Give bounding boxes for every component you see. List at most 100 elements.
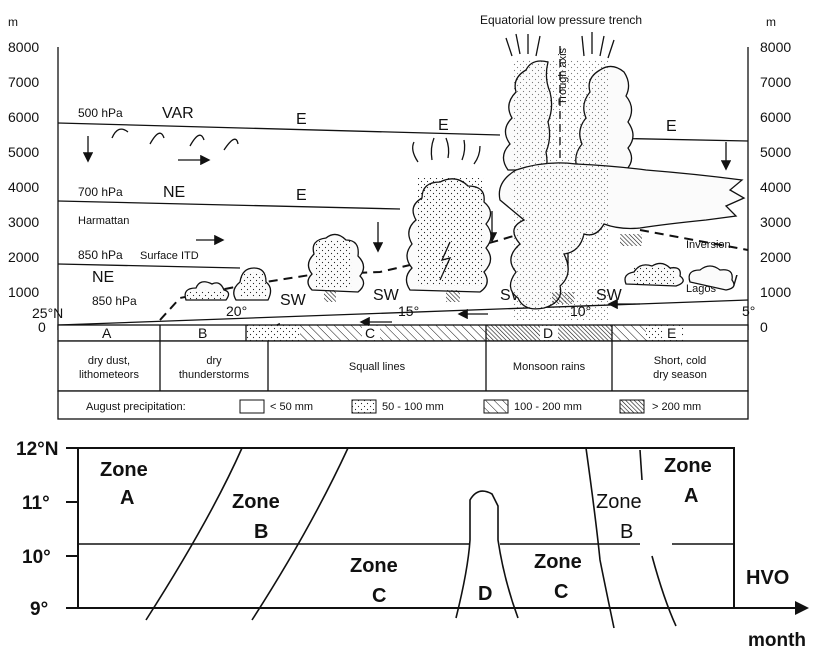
legend-swatch-gt200 xyxy=(620,400,644,413)
small-cloud-2 xyxy=(234,268,271,300)
alt-tick-8000-right: 8000 xyxy=(760,39,791,55)
month-axis-label: month xyxy=(748,630,806,651)
legend-swatch-lt50 xyxy=(240,400,264,413)
hvo-label: HVO xyxy=(746,567,789,589)
label-850hpa-low: 850 hPa xyxy=(92,294,137,308)
left-unit-label: m xyxy=(8,15,18,29)
alt-tick-7000: 7000 xyxy=(8,74,39,90)
wind-e-500-c: E xyxy=(666,118,677,135)
zone-letter-a: A xyxy=(102,325,112,341)
lat-tick-15: 15° xyxy=(398,303,419,319)
alt-tick-3000: 3000 xyxy=(8,214,39,230)
small-cloud-1 xyxy=(185,282,228,300)
zone-description-table: dry dust, lithometeors dry thunderstorms… xyxy=(58,341,748,391)
zone-letter-e: E xyxy=(667,325,676,341)
zone-a-desc-1: dry dust, xyxy=(88,355,130,367)
label-850hpa: 850 hPa xyxy=(78,248,123,262)
wind-e-500-a: E xyxy=(296,111,307,128)
lat-tick-5: 5° xyxy=(742,303,755,319)
zone-b-desc-2: thunderstorms xyxy=(179,369,250,381)
zone-c-desc: Squall lines xyxy=(349,361,406,373)
alt-tick-7000-right: 7000 xyxy=(760,74,791,90)
x-axis-arrow xyxy=(795,601,809,615)
precipitation-legend: August precipitation: < 50 mm 50 - 100 m… xyxy=(58,391,748,419)
alt-tick-6000: 6000 xyxy=(8,109,39,125)
alt-tick-4000: 4000 xyxy=(8,179,39,195)
label-surface-itd: Surface ITD xyxy=(140,250,199,262)
lat-label-11: 11° xyxy=(22,493,50,514)
zone-b-left-letter: B xyxy=(254,521,268,543)
zone-d-letter: D xyxy=(478,583,492,605)
right-unit-label: m xyxy=(766,15,776,29)
zone-strip: A B C D E xyxy=(58,325,748,341)
zone-b-left-word: Zone xyxy=(232,491,280,513)
lat-label-9: 9° xyxy=(30,599,48,620)
lat-tick-20: 20° xyxy=(226,303,247,319)
wind-ne-850: NE xyxy=(92,269,114,286)
alt-tick-0-right: 0 xyxy=(760,319,768,335)
label-harmattan: Harmattan xyxy=(78,215,129,227)
lat-label-12n: 12°N xyxy=(16,439,58,460)
zone-letter-b: B xyxy=(198,325,207,341)
zone-b-desc-1: dry xyxy=(206,355,222,367)
zone-c-right-word: Zone xyxy=(534,551,582,573)
alt-tick-6000-right: 6000 xyxy=(760,109,791,125)
zone-e-desc-1: Short, cold xyxy=(654,355,707,367)
alt-tick-3000-right: 3000 xyxy=(760,214,791,230)
bottom-zone-diagram: 12°N 11° 10° 9° Zone A Zone B Zone C D Z… xyxy=(16,439,809,651)
trough-axis-label: Trough axis xyxy=(557,47,569,105)
wind-sw-b: SW xyxy=(373,287,400,304)
zone-letter-c: C xyxy=(365,325,375,341)
level-850-line xyxy=(58,264,240,268)
zone-a-right-letter: A xyxy=(684,485,698,507)
alt-tick-5000-right: 5000 xyxy=(760,144,791,160)
wind-var: VAR xyxy=(162,105,194,122)
zone-a-desc-2: lithometeors xyxy=(79,369,139,381)
alt-tick-4000-right: 4000 xyxy=(760,179,791,195)
wind-sw-a: SW xyxy=(280,292,307,309)
trench-title: Equatorial low pressure trench xyxy=(480,13,642,27)
alt-tick-8000: 8000 xyxy=(8,39,39,55)
lat-tick-10: 10° xyxy=(570,303,591,319)
cumulus-cloud-3 xyxy=(308,234,364,302)
zone-e-desc-2: dry season xyxy=(653,369,707,381)
level-700-line xyxy=(58,201,400,209)
label-500hpa: 500 hPa xyxy=(78,106,123,120)
zone-b-right-letter: B xyxy=(620,521,633,543)
zone-d-desc: Monsoon rains xyxy=(513,361,586,373)
label-inversion: Inversion xyxy=(686,239,731,251)
legend-100-200: 100 - 200 mm xyxy=(514,401,582,413)
zone-c-right-letter: C xyxy=(554,581,568,603)
precip-label: August precipitation: xyxy=(86,401,186,413)
left-altitude-axis: 8000 7000 6000 5000 4000 3000 2000 1000 … xyxy=(8,39,58,335)
legend-50-100: 50 - 100 mm xyxy=(382,401,444,413)
lat-label-10: 10° xyxy=(22,547,51,568)
zone-letter-d: D xyxy=(543,325,553,341)
small-cloud-right xyxy=(625,263,734,290)
legend-swatch-100-200 xyxy=(484,400,508,413)
zone-b-right-word: Zone xyxy=(596,491,642,513)
legend-gt200: > 200 mm xyxy=(652,401,701,413)
zone-c-left-word: Zone xyxy=(350,555,398,577)
zone-a-left-letter: A xyxy=(120,487,134,509)
wind-e-500-b: E xyxy=(438,117,449,134)
wind-e-700: E xyxy=(296,187,307,204)
wind-ne-700: NE xyxy=(163,184,185,201)
legend-swatch-50-100 xyxy=(352,400,376,413)
lat-tick-25n: 25°N xyxy=(32,305,63,321)
right-altitude-axis: 8000 7000 6000 5000 4000 3000 2000 1000 … xyxy=(748,39,791,335)
label-700hpa: 700 hPa xyxy=(78,185,123,199)
alt-tick-1000-right: 1000 xyxy=(760,284,791,300)
alt-tick-2000: 2000 xyxy=(8,249,39,265)
alt-tick-2000-right: 2000 xyxy=(760,249,791,265)
legend-lt50: < 50 mm xyxy=(270,401,313,413)
alt-tick-0: 0 xyxy=(38,319,46,335)
alt-tick-1000: 1000 xyxy=(8,284,39,300)
cumulonimbus-cloud-4 xyxy=(406,138,491,302)
zone-a-left-word: Zone xyxy=(100,459,148,481)
alt-tick-5000: 5000 xyxy=(8,144,39,160)
zone-a-right-word: Zone xyxy=(664,455,712,477)
zone-c-left-letter: C xyxy=(372,585,386,607)
level-500-line xyxy=(58,123,500,135)
